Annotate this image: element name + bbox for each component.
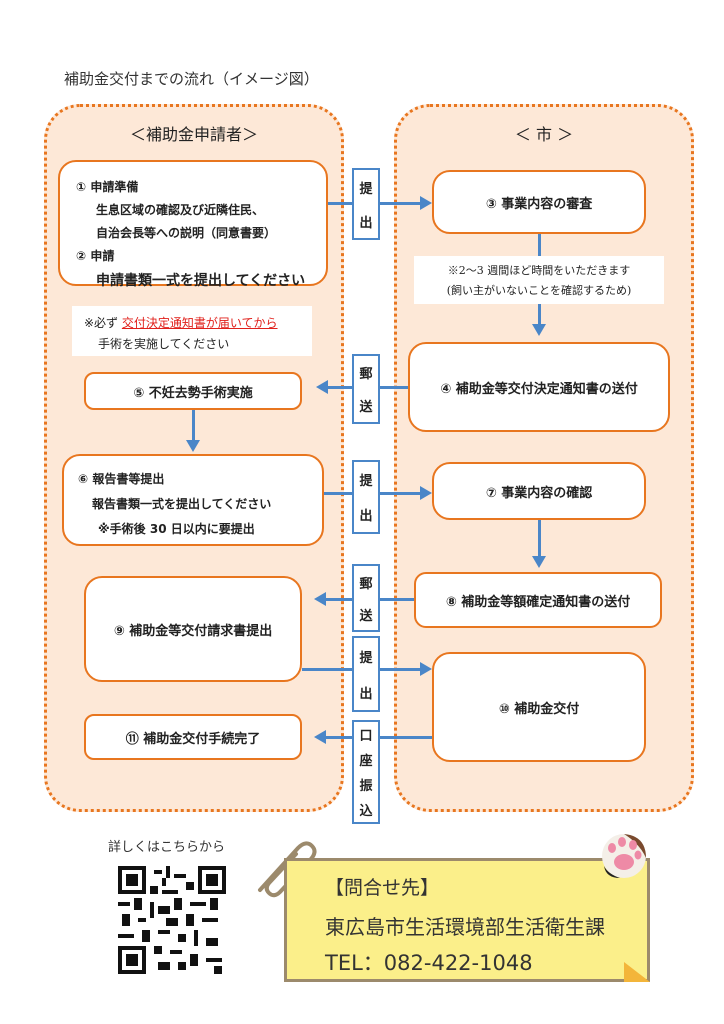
step-1-line1: 生息区域の確認及び近隣住民、 — [96, 203, 265, 217]
tag-char: 提 — [359, 181, 373, 197]
arrow-5-to-6 — [192, 410, 195, 440]
step-6-box: ⑥ 報告書等提出 報告書類一式を提出してください ※手術後 30 日以内に要提出 — [62, 454, 324, 546]
tag-char: 出 — [359, 686, 373, 702]
tag-char: 送 — [359, 400, 373, 415]
must-note-red: 交付決定通知書が届いてから — [121, 316, 278, 330]
arrow-head-down-icon — [532, 324, 546, 336]
must-note-prefix: ※必ず — [84, 316, 122, 330]
contact-memo: 【問合せ先】 東広島市生活環境部生活衛生課 TEL：082-422-1048 — [284, 858, 650, 982]
tag-char: 出 — [359, 215, 373, 231]
step-9-label: ⑨ 補助金等交付請求書提出 — [113, 623, 273, 639]
tag-char: 提 — [359, 474, 373, 489]
step-11-box: ⑪ 補助金交付手続完了 — [84, 714, 302, 760]
step-2-title: ② 申請 — [76, 249, 115, 263]
step-5-box: ⑤ 不妊去勢手術実施 — [84, 372, 302, 410]
submit-tag-1: 提出 — [352, 168, 380, 240]
step-3-label: ③ 事業内容の審査 — [485, 196, 593, 212]
step-7-box: ⑦ 事業内容の確認 — [432, 462, 646, 520]
memo-corner-fold — [624, 962, 650, 982]
step-4-label: ④ 補助金等交付決定通知書の送付 — [440, 381, 638, 397]
arrow-head-left-icon — [314, 730, 326, 744]
step-7-label: ⑦ 事業内容の確認 — [485, 485, 593, 501]
arrow-head-down-icon — [532, 556, 546, 568]
contact-department: 東広島市生活環境部生活衛生課 — [325, 915, 605, 939]
step-5-label: ⑤ 不妊去勢手術実施 — [133, 385, 253, 401]
step-8-box: ⑧ 補助金等額確定通知書の送付 — [414, 572, 662, 628]
contact-heading: 【問合せ先】 — [325, 877, 440, 899]
wait-note-line2: (飼い主がいないことを確認するため) — [446, 284, 632, 297]
step-6-title: ⑥ 報告書等提出 — [78, 472, 165, 486]
arrow-head-left-icon — [316, 380, 328, 394]
wait-note: ※2～3 週間ほど時間をいただきます (飼い主がいないことを確認するため) — [414, 256, 664, 304]
contact-phone[interactable]: TEL：082-422-1048 — [325, 951, 533, 975]
must-note-line2: 手術を実施してください — [98, 337, 230, 351]
submit-tag-2: 提出 — [352, 460, 380, 534]
step-1-line2: 自治会長等への説明（同意書要） — [96, 226, 277, 240]
tag-char: 込 — [359, 804, 373, 819]
step-8-label: ⑧ 補助金等額確定通知書の送付 — [445, 594, 631, 610]
tag-char: 振 — [359, 779, 373, 794]
step-10-label: ⑩ 補助金交付 — [498, 701, 580, 717]
city-lane-title: ＜ 市 ＞ — [514, 125, 574, 144]
step-1-title: ① 申請準備 — [76, 180, 139, 194]
step-11-label: ⑪ 補助金交付手続完了 — [125, 731, 261, 747]
submit-tag-3: 提出 — [352, 636, 380, 712]
qr-caption: 詳しくはこちらから — [108, 840, 226, 855]
step-2-line1: 申請書類一式を提出してください — [96, 273, 306, 289]
step-6-line2: ※手術後 30 日以内に要提出 — [98, 522, 255, 536]
must-note: ※必ず 交付決定通知書が届いてから 手術を実施してください — [72, 306, 312, 356]
arrow-7-to-8 — [538, 520, 541, 558]
arrow-head-right-icon — [420, 486, 432, 500]
step-1-2-box: ① 申請準備 生息区域の確認及び近隣住民、 自治会長等への説明（同意書要） ② … — [58, 160, 328, 289]
paw-icon — [602, 834, 646, 878]
tag-char: 提 — [359, 650, 373, 666]
mail-tag-2: 郵送 — [352, 564, 380, 632]
diagram-title: 補助金交付までの流れ（イメージ図） — [64, 70, 319, 88]
step-3-box: ③ 事業内容の審査 — [432, 170, 646, 234]
arrow-head-right-icon — [420, 196, 432, 210]
arrow-head-right-icon — [420, 662, 432, 676]
tag-char: 出 — [359, 509, 373, 524]
step-4-box: ④ 補助金等交付決定通知書の送付 — [408, 342, 670, 432]
step-10-box: ⑩ 補助金交付 — [432, 652, 646, 762]
applicant-lane-title: ＜補助金申請者＞ — [129, 125, 258, 144]
arrow-head-down-icon — [186, 440, 200, 452]
mail-tag-1: 郵送 — [352, 354, 380, 424]
wait-note-line1: ※2～3 週間ほど時間をいただきます — [447, 264, 631, 277]
tag-char: 座 — [359, 754, 373, 769]
arrow-head-left-icon — [314, 592, 326, 606]
tag-char: 郵 — [359, 576, 373, 592]
tag-char: 口 — [359, 729, 373, 744]
step-6-line1: 報告書類一式を提出してください — [92, 497, 272, 511]
step-9-box: ⑨ 補助金等交付請求書提出 — [84, 576, 302, 682]
tag-char: 郵 — [359, 367, 373, 382]
tag-char: 送 — [359, 608, 373, 624]
qr-code[interactable] — [118, 866, 226, 974]
transfer-tag: 口座振込 — [352, 720, 380, 824]
